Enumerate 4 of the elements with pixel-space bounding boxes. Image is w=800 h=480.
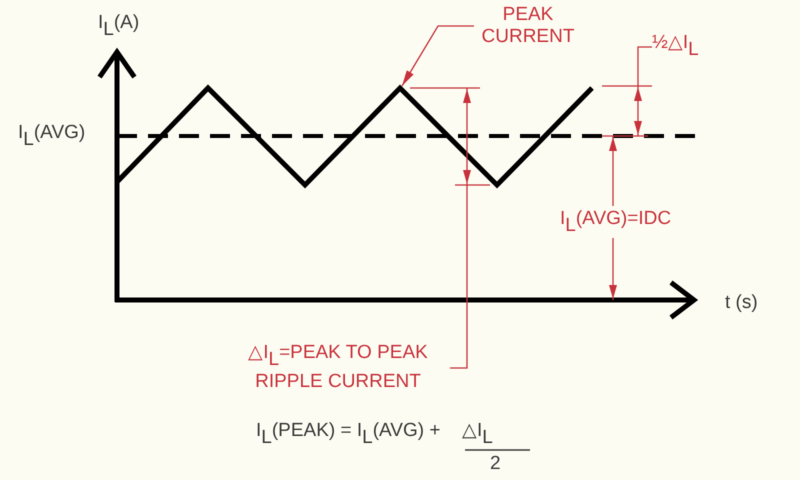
leader-line [401, 25, 474, 86]
callout-label: PEAK CURRENT [478, 4, 578, 48]
axis-label: t (s) [725, 292, 758, 314]
formula-denominator: 2 [490, 453, 501, 475]
